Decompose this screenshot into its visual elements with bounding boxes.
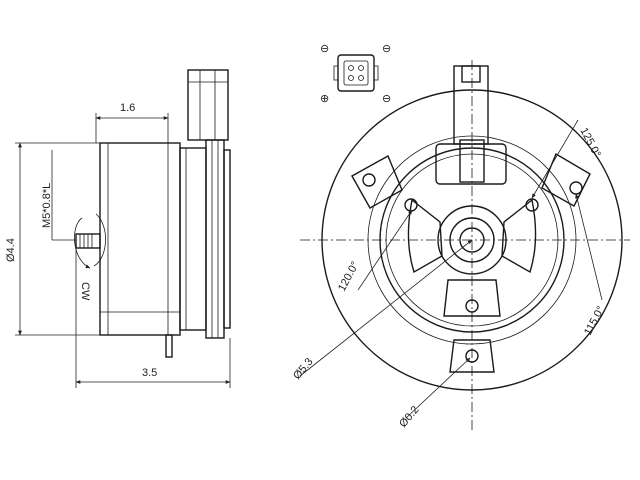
mount-ear-right	[541, 152, 591, 207]
rotation-arrow	[74, 217, 91, 269]
dim-bolt-circle: Ø5.3	[291, 356, 316, 382]
front-view: 125.0° 120.0° 115.0° Ø5.3 Ø0.2	[291, 60, 630, 430]
spider-arm-right	[501, 198, 537, 274]
dim-angle-right: 115.0°	[582, 304, 607, 337]
thread-label: M5*0.8*L	[41, 183, 53, 228]
connector-face	[337, 54, 375, 92]
mounting-plate	[205, 139, 225, 339]
dim-diameter-left: Ø4.4	[5, 238, 17, 262]
pin-symbol-2: ⊖	[382, 43, 391, 55]
front-connector	[453, 65, 489, 145]
bolt-circle	[367, 135, 577, 345]
pin-symbol-1: ⊖	[320, 43, 329, 55]
outer-rim	[321, 89, 623, 391]
connector-detail: ⊖ ⊖ ⊕ ⊖	[320, 43, 391, 105]
mount-ear-left	[351, 155, 403, 209]
connector-housing	[187, 69, 229, 141]
dim-hole-diameter: Ø0.2	[397, 404, 422, 430]
side-view: 1.6 Ø4.4 M5*0.8*L CW 3.5	[5, 69, 231, 388]
pin-symbol-4: ⊖	[382, 93, 391, 105]
hub	[437, 205, 507, 275]
dim-height-top: 1.6	[120, 102, 135, 114]
mount-ear-bottom	[449, 339, 495, 373]
dim-width-bottom: 3.5	[142, 367, 157, 379]
flange-plate	[179, 147, 207, 331]
dim-angle-top-right: 125.0°	[577, 126, 603, 160]
pin-symbol-3: ⊕	[320, 93, 329, 105]
spider-arm-bottom	[443, 279, 501, 317]
rotation-label: CW	[79, 282, 91, 301]
dim-angle-left: 120.0°	[336, 260, 362, 294]
